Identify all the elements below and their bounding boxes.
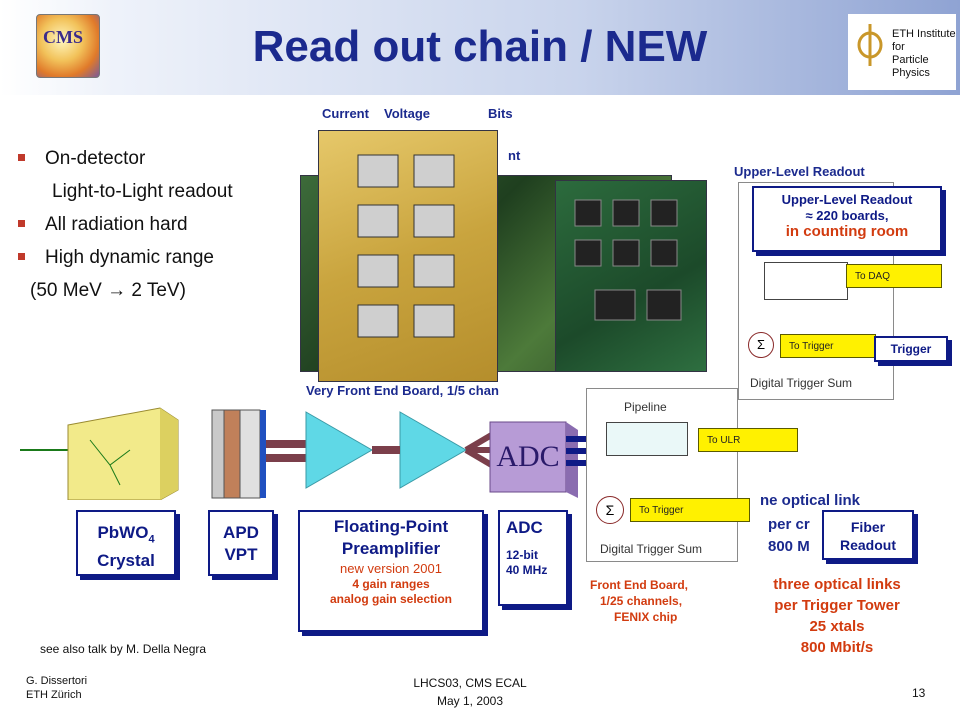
bullet-subitem: Light-to-Light readout — [18, 175, 233, 208]
very-front-end-board-image — [318, 130, 498, 382]
adc-label-box: ADC 12-bit 40 MHz — [498, 510, 568, 606]
trigger-button: Trigger — [874, 336, 948, 362]
cms-logo-text: CMS — [43, 27, 83, 47]
preamp-label-box: Floating-Point Preamplifier new version … — [298, 510, 484, 632]
upper-to-trigger-arrow: To Trigger — [780, 334, 876, 358]
adc-title: ADC — [506, 518, 543, 537]
bullet-item: On-detector — [18, 142, 233, 175]
vfe-caption: Very Front End Board, 1/5 chan — [306, 383, 499, 398]
bits-label: Bits — [488, 106, 513, 121]
bullet-marker-icon — [18, 219, 25, 227]
optical-line-2: per Trigger Tower — [774, 597, 900, 614]
upper-level-readout-box: Upper-Level Readout ≈ 220 boards, in cou… — [752, 186, 942, 252]
apd-line-1: APD — [223, 523, 259, 542]
upper-box-line-1: Upper-Level Readout — [781, 192, 913, 207]
optical-line-1: three optical links — [773, 576, 901, 593]
bullet-text: Light-to-Light readout — [52, 181, 233, 202]
fe-caption-3: FENIX chip — [614, 610, 678, 624]
page-number: 13 — [912, 686, 926, 700]
adc-line-2: 40 MHz — [506, 563, 548, 577]
upper-level-title: Upper-Level Readout — [734, 164, 865, 179]
upper-sum-icon: Σ — [748, 332, 774, 358]
crystal-label-box: PbWO4 Crystal — [76, 510, 176, 576]
partial-label: nt — [508, 148, 521, 163]
to-ulr-arrow: To ULR — [698, 428, 798, 452]
crystal-subscript: 4 — [148, 533, 155, 546]
signal-chain-diagram — [20, 407, 596, 500]
preamp-note-1: new version 2001 — [340, 561, 442, 576]
cms-logo: CMS — [36, 14, 100, 78]
optical-line-4: 800 Mbit/s — [800, 639, 874, 656]
eth-line-1: ETH Institute for — [892, 28, 956, 53]
fe-chips — [574, 199, 682, 321]
see-also-note: see also talk by M. Della Negra — [40, 642, 207, 656]
bullet-text: On-detector — [45, 148, 146, 169]
eth-phi-icon — [857, 24, 883, 66]
conference-date: May 1, 2003 — [436, 694, 504, 708]
to-daq-arrow: To DAQ — [846, 264, 942, 288]
bullet-text: High dynamic range — [45, 247, 214, 268]
preamp-title-1: Floating-Point — [333, 517, 449, 536]
upper-box-line-2: ≈ 220 boards, — [805, 208, 889, 223]
bullet-item: High dynamic range — [18, 241, 233, 274]
conference-name: LHCS03, CMS ECAL — [413, 676, 527, 690]
vfe-chips — [357, 154, 455, 338]
trigger-tower-note: three optical links per Trigger Tower 25… — [742, 574, 932, 658]
crystal-name: PbWO — [97, 523, 149, 542]
upper-digital-trigger-sum-label: Digital Trigger Sum — [750, 376, 853, 390]
eth-logo — [848, 14, 956, 90]
crystal-word: Crystal — [97, 551, 155, 571]
upper-box-line-3: in counting room — [785, 223, 909, 240]
fiber-line-2: Readout — [840, 537, 896, 553]
preamp-note-3: analog gain selection — [329, 592, 453, 606]
fe-board-caption: Front End Board, 1/25 channels, FENIX ch… — [590, 577, 730, 625]
bullet-subitem: (50 MeV → 2 TeV) — [18, 274, 233, 307]
apd-label-box: APD VPT — [208, 510, 274, 576]
fe-digital-trigger-sum-label: Digital Trigger Sum — [600, 542, 703, 556]
pipeline-box — [606, 422, 688, 456]
upper-pipeline-box — [764, 262, 848, 300]
adc-line-1: 12-bit — [506, 548, 539, 562]
bullet-marker-icon — [18, 153, 25, 161]
bullet-item: All radiation hard — [18, 208, 233, 241]
apd-line-2: VPT — [224, 545, 258, 564]
optical-partial-3: 800 M — [768, 538, 810, 555]
bullet-text: (50 MeV → 2 TeV) — [30, 280, 186, 301]
to-trigger-arrow: To Trigger — [630, 498, 750, 522]
pipeline-label: Pipeline — [624, 400, 667, 414]
sum-icon: Σ — [596, 496, 624, 524]
fiber-line-1: Fiber — [850, 519, 886, 535]
front-end-board-frame — [586, 388, 738, 562]
bullet-marker-icon — [18, 252, 25, 260]
bullet-list: On-detector Light-to-Light readout All r… — [18, 142, 233, 307]
fe-caption-1: Front End Board, — [590, 578, 688, 592]
eth-line-2: Particle Physics — [892, 54, 930, 79]
optical-partial-1: ne optical link — [760, 492, 861, 509]
author-affiliation: ETH Zürich — [26, 689, 82, 701]
header-bar — [0, 0, 960, 95]
footer-conference: LHCS03, CMS ECAL May 1, 2003 — [400, 674, 540, 710]
author-name: G. Dissertori — [26, 675, 88, 687]
fe-caption-2: 1/25 channels, — [600, 594, 683, 608]
fiber-readout-box: Fiber Readout — [822, 510, 914, 560]
preamp-note-2: 4 gain ranges — [352, 577, 430, 591]
current-label: Current — [322, 106, 369, 121]
optical-line-3: 25 xtals — [809, 618, 865, 635]
footer-author: G. Dissertori ETH Zürich — [26, 674, 87, 702]
bullet-text: All radiation hard — [45, 214, 188, 235]
eth-logo-text: ETH Institute for Particle Physics — [892, 28, 960, 80]
slide-title: Read out chain / NEW — [252, 22, 708, 71]
optical-partial-2: per cr — [768, 516, 810, 533]
voltage-label: Voltage — [384, 106, 430, 121]
preamp-title-2: Preamplifier — [341, 539, 441, 558]
adc-symbol-text: ADC — [496, 440, 560, 473]
